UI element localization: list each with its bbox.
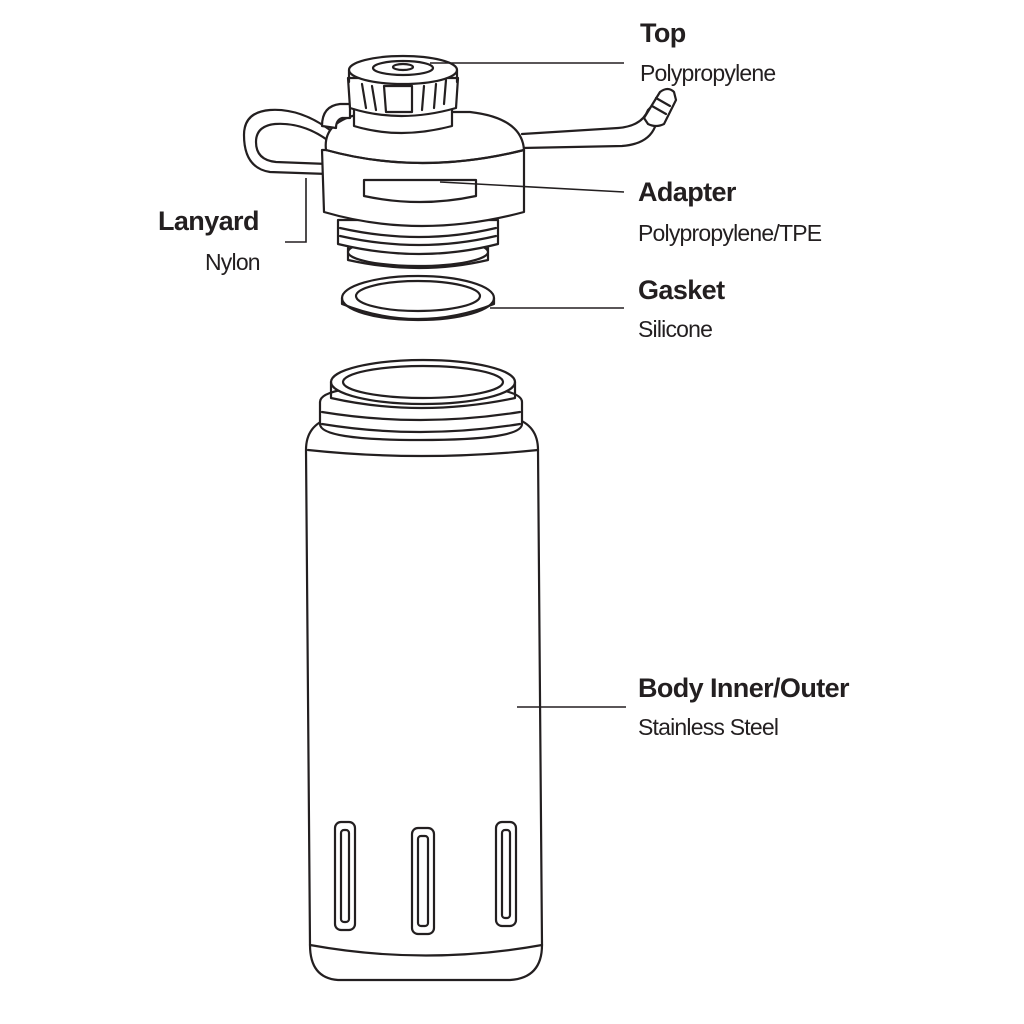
adapter-material: Polypropylene/TPE [638,220,822,246]
adapter-leader [439,181,625,193]
gasket-title: Gasket [638,275,725,305]
adapter-title: Adapter [638,177,736,207]
gasket [340,274,496,322]
adapter [320,102,526,270]
top-title: Top [640,18,686,48]
lanyard-title: Lanyard [158,206,259,236]
leader-lines [285,62,626,708]
gasket-material: Silicone [638,316,713,342]
bottle-body [304,358,544,982]
body-material: Stainless Steel [638,714,779,740]
lanyard-material: Nylon [205,249,261,275]
body-title: Body Inner/Outer [638,673,850,703]
lanyard [242,87,678,176]
top-cap [346,54,460,135]
top-material: Polypropylene [640,60,776,86]
base-slots [333,820,518,936]
lanyard-leader [285,178,307,243]
